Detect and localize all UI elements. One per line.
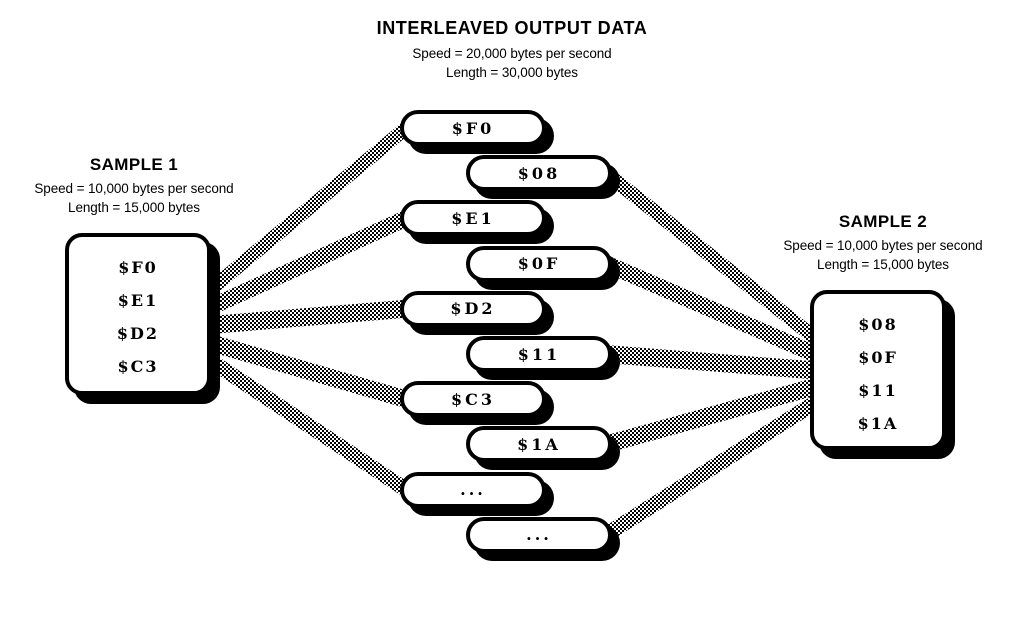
connector-ribbon <box>211 352 406 499</box>
sample1-ellipsis: ... <box>127 393 150 395</box>
interleaved-pill: $08 <box>466 155 612 192</box>
sample2-length-text: Length = 15,000 bytes <box>817 257 949 272</box>
interleaved-pill: $D2 <box>400 290 546 327</box>
interleaved-pill-label: $0F <box>517 254 561 274</box>
sample2-heading: SAMPLE 2 Speed = 10,000 bytes per second… <box>752 212 1014 274</box>
interleaved-pill-label: $E1 <box>451 208 495 228</box>
sample1-length-text: Length = 15,000 bytes <box>68 200 200 215</box>
sample1-speed-text: Speed = 10,000 bytes per second <box>34 181 234 196</box>
sample2-value: $11 <box>858 381 898 400</box>
sample1-value: $F0 <box>118 258 158 277</box>
interleaved-pill: $F0 <box>400 110 546 146</box>
interleaved-pill: $C3 <box>400 381 546 418</box>
sample2-value-list: $08$0F$11$1A... <box>814 294 942 446</box>
interleaved-pill: $11 <box>466 336 612 372</box>
connector-ribbon <box>211 334 406 409</box>
interleaved-pill-label: $1A <box>517 434 561 454</box>
sample1-heading: SAMPLE 1 Speed = 10,000 bytes per second… <box>8 155 260 217</box>
interleaved-pill: $1A <box>466 426 612 463</box>
sample1-value-list: $F0 $E1 $D2 $C3... <box>69 237 207 395</box>
sample2-value: $08 <box>858 315 898 334</box>
output-length-text: Length = 30,000 bytes <box>446 65 578 80</box>
sample2-value: $1A <box>857 414 899 433</box>
diagram-title: INTERLEAVED OUTPUT DATA <box>376 18 648 38</box>
interleaved-pill-label: $11 <box>517 344 561 364</box>
interleaved-pill-label: $08 <box>517 163 561 183</box>
sample1-box: $F0 $E1 $D2 $C3... <box>65 233 211 395</box>
sample1-value: $C3 <box>117 357 159 376</box>
sample2-box: $08$0F$11$1A... <box>810 290 946 450</box>
sample2-title: SAMPLE 2 <box>838 212 928 231</box>
interleaved-pill-label: $D2 <box>450 299 496 319</box>
connector-ribbon <box>606 345 810 379</box>
connector-ribbon <box>211 299 406 334</box>
interleaved-pill: ... <box>400 471 546 508</box>
connector-ribbon <box>606 397 810 544</box>
output-heading: INTERLEAVED OUTPUT DATA Speed = 20,000 b… <box>332 18 692 82</box>
interleaved-pill-label: ... <box>460 480 486 500</box>
interleaved-pill-label: $C3 <box>451 389 495 409</box>
sample1-value: $D2 <box>116 324 160 343</box>
sample1-title: SAMPLE 1 <box>89 155 179 174</box>
interleaved-pill: $E1 <box>400 200 546 237</box>
interleaved-pill-label: ... <box>526 525 552 545</box>
connector-ribbon <box>606 379 810 454</box>
interleaved-pill: $0F <box>466 245 612 282</box>
interleaved-pill-label: $F0 <box>451 118 495 138</box>
connector-ribbon <box>211 209 406 316</box>
sample1-value: $E1 <box>117 291 159 310</box>
sample2-value: $0F <box>858 348 898 367</box>
interleaved-pill: ... <box>466 516 612 553</box>
output-speed-text: Speed = 20,000 bytes per second <box>412 46 612 61</box>
sample2-speed-text: Speed = 10,000 bytes per second <box>783 238 983 253</box>
